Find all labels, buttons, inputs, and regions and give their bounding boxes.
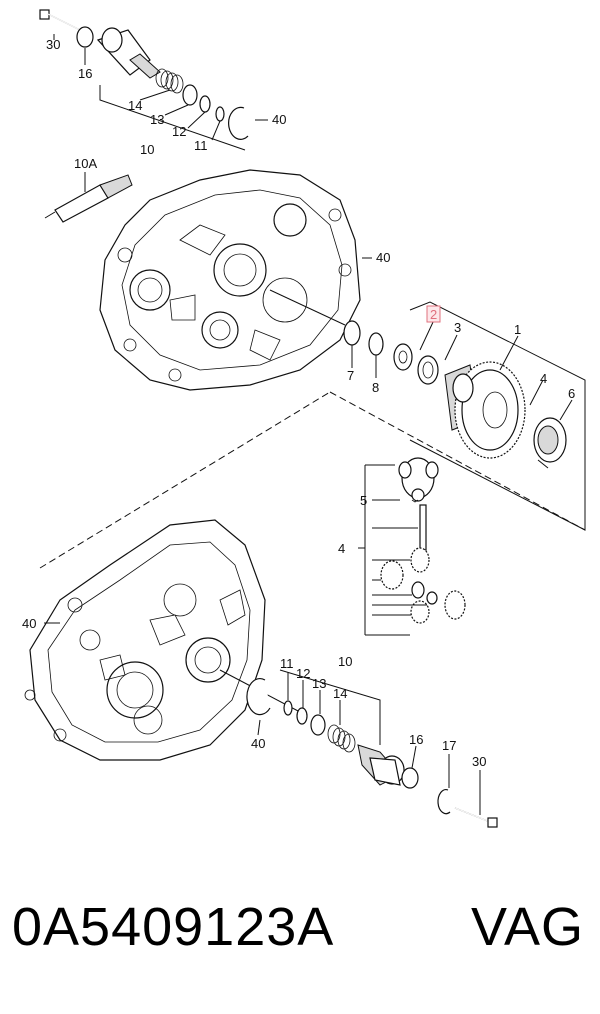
washer-right <box>426 591 438 605</box>
callout-40-top: 40 <box>272 112 286 127</box>
callout-12-lower: 12 <box>296 666 310 681</box>
upper-shaft-assembly <box>39 9 268 151</box>
ring-12-lower <box>296 707 308 725</box>
callout-11-lower: 11 <box>280 656 294 671</box>
callout-3: 3 <box>454 320 461 335</box>
bolt-30-top <box>39 9 81 31</box>
bearing-2 <box>393 343 413 371</box>
highlight-box-2 <box>426 305 441 323</box>
callout-13-top: 13 <box>150 112 164 127</box>
differential-internals-4 <box>358 457 466 636</box>
callout-10-top: 10 <box>140 142 154 157</box>
spring-14-top <box>155 68 184 94</box>
planet-gear-left <box>380 560 404 590</box>
washer-center <box>411 581 425 599</box>
snap-ring-40-top <box>228 106 249 140</box>
snap-ring-40-lower <box>246 677 271 716</box>
side-gear-upper <box>410 547 430 573</box>
ring-12-top <box>199 95 211 113</box>
callout-40-lower-housing: 40 <box>22 616 36 631</box>
drive-flange-lower <box>357 744 405 786</box>
callout-14-lower: 14 <box>333 686 347 701</box>
circlip-17 <box>437 789 451 815</box>
callout-40-upper-housing: 40 <box>376 250 390 265</box>
part-number: 0A5409123A <box>12 897 335 957</box>
ring-gear-1 <box>444 361 526 459</box>
callout-17: 17 <box>442 738 456 753</box>
callout-7: 7 <box>347 368 354 383</box>
drive-flange-top <box>96 27 161 79</box>
callout-40-lower: 40 <box>251 736 265 751</box>
circlip-16-top <box>76 26 94 48</box>
callout-4-lower: 4 <box>338 541 345 556</box>
bearing-race-3 <box>417 355 439 385</box>
callout-10A: 10A <box>74 156 97 171</box>
callout-16-lower: 16 <box>409 732 423 747</box>
callout-14-top: 14 <box>128 98 142 113</box>
callout-30-lower: 30 <box>472 754 486 769</box>
shim-8 <box>368 332 384 356</box>
callout-1: 1 <box>514 322 521 337</box>
brand-label: VAG <box>470 897 584 957</box>
callout-30-top: 30 <box>46 37 60 52</box>
exploded-parts-diagram: 30 16 14 13 12 11 10 40 10A 40 2 3 1 4 6… <box>22 9 586 828</box>
separator-dashed-line <box>39 391 331 569</box>
ring-13-top <box>182 84 198 106</box>
callout-12-top: 12 <box>172 124 186 139</box>
callout-4-upper: 4 <box>540 371 547 386</box>
footer-caption: 0A5409123A VAG <box>0 880 600 990</box>
spider-cross <box>398 457 439 502</box>
callout-11-top: 11 <box>194 138 208 153</box>
callout-13-lower: 13 <box>312 676 326 691</box>
differential-assembly <box>343 301 586 531</box>
callout-5: 5 <box>360 493 367 508</box>
lower-gearbox-housing <box>24 519 301 761</box>
ring-13-lower <box>310 714 326 736</box>
side-gear-lower <box>410 600 430 624</box>
planet-gear-right <box>444 590 466 620</box>
lower-shaft-assembly <box>246 669 498 828</box>
circlip-16-lower <box>401 767 419 789</box>
pin-shaft <box>419 504 427 551</box>
sealant-tube-10A <box>44 172 133 223</box>
bolt-30-lower <box>454 807 498 828</box>
ring-11-top <box>215 106 225 122</box>
bearing-6 <box>533 417 567 463</box>
callout-6: 6 <box>568 386 575 401</box>
ring-11-lower <box>283 700 293 716</box>
callout-8: 8 <box>372 380 379 395</box>
callout-16-top: 16 <box>78 66 92 81</box>
seal-7 <box>343 320 361 346</box>
callout-10-lower: 10 <box>338 654 352 669</box>
callout-labels: 30 16 14 13 12 11 10 40 10A 40 2 3 1 4 6… <box>22 37 575 769</box>
upper-gearbox-housing <box>99 169 372 391</box>
callout-2: 2 <box>430 307 437 322</box>
spring-14-lower <box>327 724 356 753</box>
